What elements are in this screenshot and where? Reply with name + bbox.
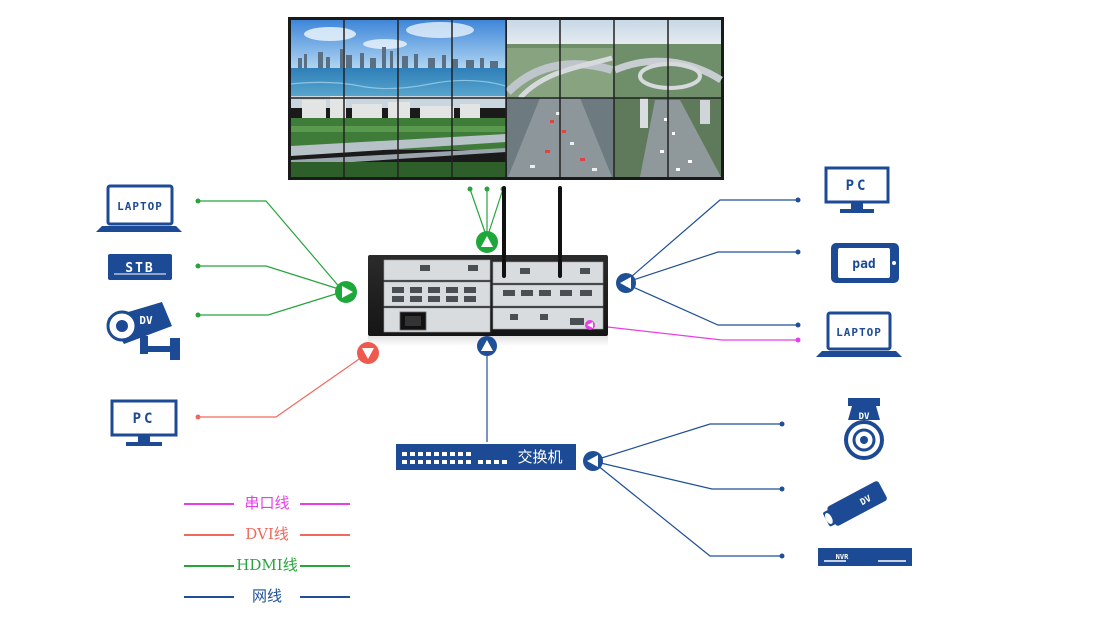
legend: 串口线 DVI线 HDMI线 网线	[182, 490, 354, 614]
legend-hdmi-line	[300, 565, 350, 567]
hdmi-lines	[198, 188, 504, 316]
dv-camera-icon: DV	[106, 302, 180, 360]
switch-label: 交换机	[517, 448, 562, 466]
pad-icon: pad	[831, 243, 899, 283]
hdmi-output-node	[476, 231, 498, 253]
legend-serial-line	[184, 503, 234, 505]
laptop-right-icon: LAPTOP	[816, 311, 902, 357]
hdmi-dot	[195, 312, 201, 318]
network-dot	[779, 553, 785, 559]
dome-camera-label: DV	[859, 412, 870, 422]
legend-network-line	[184, 596, 234, 598]
network-dot	[795, 249, 801, 255]
legend-serial: 串口线	[182, 490, 354, 521]
hdmi-dot	[195, 263, 201, 269]
antenna-right	[558, 186, 562, 278]
network-dot	[795, 322, 801, 328]
network-node-bottom	[477, 336, 497, 356]
legend-dvi-line	[300, 534, 350, 536]
dv-camera-label: DV	[139, 314, 153, 327]
network-node-right	[616, 273, 636, 293]
nvr-icon: NVR	[818, 548, 912, 566]
antenna-left	[502, 186, 506, 278]
serial-node	[585, 320, 595, 330]
set-top-box-icon: STB	[108, 254, 172, 280]
legend-network: 网线	[182, 583, 354, 614]
laptop-label: LAPTOP	[117, 200, 163, 213]
network-node-switch	[583, 451, 603, 471]
laptop-right-label: LAPTOP	[836, 326, 882, 339]
pc-left-label: PC	[133, 411, 156, 427]
legend-dvi: DVI线	[182, 521, 354, 552]
dome-camera-icon: DV	[844, 398, 884, 460]
legend-hdmi-line	[184, 565, 234, 567]
pc-monitor-right-icon: PC	[824, 166, 890, 213]
network-dot	[795, 197, 801, 203]
network-switch: 交换机	[396, 444, 576, 470]
hdmi-dot	[195, 198, 201, 204]
network-dot	[779, 486, 785, 492]
serial-line	[589, 324, 801, 343]
pad-label: pad	[852, 257, 875, 272]
legend-network-label: 网线	[251, 587, 282, 605]
dvi-line	[195, 356, 363, 420]
pc-right-label: PC	[846, 178, 869, 194]
stb-label: STB	[125, 261, 154, 276]
hdmi-dot	[467, 186, 473, 192]
legend-hdmi-label: HDMI线	[236, 556, 298, 574]
legend-dvi-label: DVI线	[245, 525, 289, 543]
legend-serial-line	[300, 503, 350, 505]
matrix-switcher	[368, 186, 608, 346]
bullet-camera-label: DV	[859, 494, 874, 508]
legend-serial-label: 串口线	[244, 494, 290, 512]
hdmi-input-node	[335, 281, 357, 303]
nvr-label: NVR	[836, 553, 849, 561]
network-lines	[486, 199, 798, 557]
hdmi-dot	[484, 186, 490, 192]
bullet-camera-icon: DV	[823, 481, 887, 527]
dvi-input-node	[357, 342, 379, 364]
laptop-icon: LAPTOP	[96, 184, 182, 232]
legend-network-line	[300, 596, 350, 598]
legend-dvi-line	[184, 534, 234, 536]
video-wall	[288, 17, 724, 180]
network-dot	[779, 421, 785, 427]
legend-hdmi: HDMI线	[182, 552, 354, 583]
pc-monitor-left-icon: PC	[110, 399, 178, 446]
